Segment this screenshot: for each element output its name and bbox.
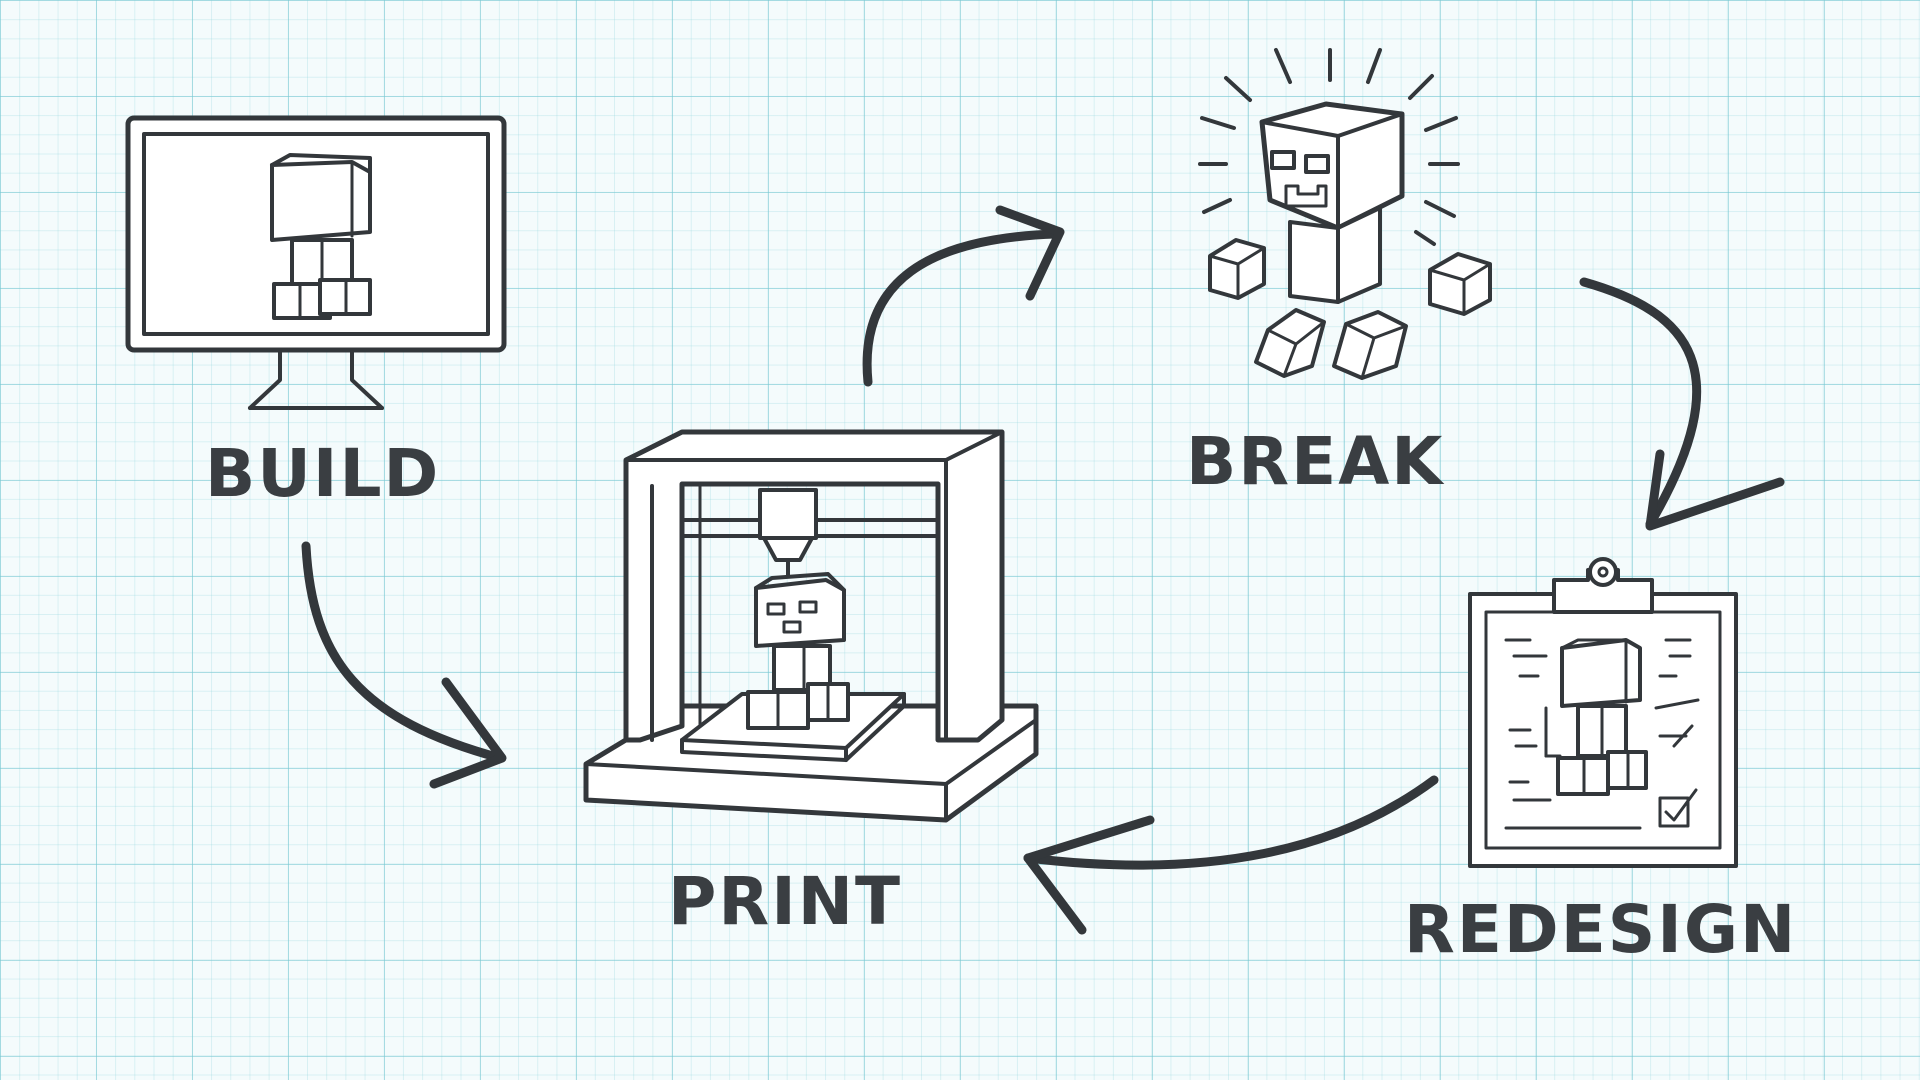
- creeper-figure-icon: [270, 153, 372, 320]
- clipboard-blueprint-icon: [1468, 557, 1738, 868]
- flying-cube-icon: [1208, 238, 1266, 300]
- creeper-sketch-icon: [1556, 638, 1648, 796]
- 3d-printer-icon: [583, 429, 1039, 823]
- flying-cube-icon: [1428, 252, 1492, 316]
- flying-cube-icon: [1332, 310, 1408, 380]
- monitor-with-creeper-icon: [125, 115, 507, 410]
- arrow-print-to-break: [862, 205, 1065, 387]
- flying-cube-icon: [1254, 308, 1326, 378]
- stage-label-build: BUILD: [205, 435, 440, 512]
- stage-label-break: BREAK: [1186, 423, 1445, 500]
- blueprint-marks-icon: [1504, 638, 1700, 830]
- printed-creeper-icon: [746, 572, 850, 730]
- arrow-break-to-redesign: [1579, 277, 1785, 531]
- stage-label-redesign: REDESIGN: [1404, 891, 1797, 968]
- broken-creeper-icon: [1198, 48, 1492, 380]
- burst-lines-icon: [1198, 48, 1460, 246]
- stage-label-print: PRINT: [668, 863, 902, 940]
- arrow-redesign-to-print: [1023, 775, 1439, 935]
- arrow-build-to-print: [301, 541, 507, 789]
